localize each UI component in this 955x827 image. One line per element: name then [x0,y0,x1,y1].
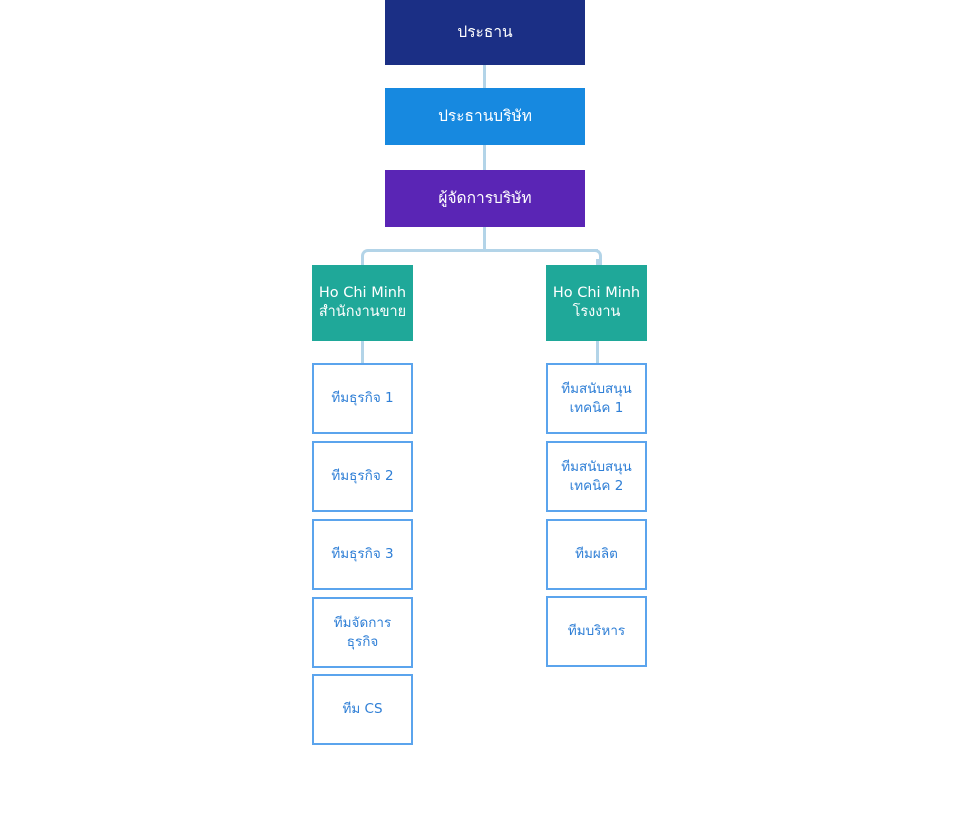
node-business-team-1-label: ทีมธุรกิจ 1 [331,390,394,407]
node-president[interactable]: ประธาน [385,0,585,65]
node-technical-support-team-2-line2: เทคนิค 2 [569,477,624,494]
connector-president-to-company-president [483,65,486,88]
connector-drop-to-hcm-sales-office [361,259,364,266]
connector-company-manager-stem [483,227,486,250]
connector-branch-distribution-bar [368,249,598,252]
node-business-team-2[interactable]: ทีมธุรกิจ 2 [312,441,413,512]
node-business-team-2-label: ทีมธุรกิจ 2 [331,468,394,485]
connector-drop-to-hcm-factory [596,259,599,266]
node-technical-support-team-1-label: ทีมสนับสนุนเทคนิค 1 [555,380,638,416]
connector-corner-left [361,249,378,266]
node-hcm-sales-office[interactable]: Ho Chi Minh สำนักงานขาย [312,265,413,341]
node-administration-team-label: ทีมบริหาร [567,623,626,640]
node-hcm-factory[interactable]: Ho Chi Minh โรงงาน [546,265,647,341]
connector-corner-right [585,249,602,266]
node-technical-support-team-2[interactable]: ทีมสนับสนุนเทคนิค 2 [546,441,647,512]
node-technical-support-team-2-line1: ทีมสนับสนุน [561,459,632,476]
node-hcm-sales-office-line1: Ho Chi Minh [318,285,407,302]
node-business-management-team-line2: ธุรกิจ [346,633,379,650]
node-hcm-sales-office-line2: สำนักงานขาย [318,304,407,320]
node-hcm-factory-line1: Ho Chi Minh [552,285,641,302]
node-cs-team[interactable]: ทีม CS [312,674,413,745]
node-administration-team[interactable]: ทีมบริหาร [546,596,647,667]
node-technical-support-team-1-line1: ทีมสนับสนุน [561,381,632,398]
node-hcm-factory-line2: โรงงาน [572,304,621,320]
node-company-manager[interactable]: ผู้จัดการบริษัท [385,170,585,227]
node-cs-team-label: ทีม CS [342,701,383,718]
connector-company-president-to-company-manager [483,145,486,170]
connector-hcm-sales-office-to-teams [361,341,364,363]
connector-hcm-factory-to-teams [596,341,599,363]
node-production-team-label: ทีมผลิต [575,546,618,563]
node-company-president[interactable]: ประธานบริษัท [385,88,585,145]
node-president-label: ประธาน [457,23,513,42]
node-business-management-team[interactable]: ทีมจัดการธุรกิจ [312,597,413,668]
node-business-team-3-label: ทีมธุรกิจ 3 [331,546,394,563]
node-business-management-team-label: ทีมจัดการธุรกิจ [328,614,397,650]
node-company-manager-label: ผู้จัดการบริษัท [438,189,532,208]
node-technical-support-team-1-line2: เทคนิค 1 [569,399,624,416]
node-company-president-label: ประธานบริษัท [438,107,532,126]
node-business-management-team-line1: ทีมจัดการ [333,615,392,632]
node-hcm-factory-label: Ho Chi Minh โรงงาน [547,284,646,322]
node-business-team-3[interactable]: ทีมธุรกิจ 3 [312,519,413,590]
node-technical-support-team-2-label: ทีมสนับสนุนเทคนิค 2 [555,458,638,494]
node-hcm-sales-office-label: Ho Chi Minh สำนักงานขาย [313,284,412,322]
node-business-team-1[interactable]: ทีมธุรกิจ 1 [312,363,413,434]
node-production-team[interactable]: ทีมผลิต [546,519,647,590]
node-technical-support-team-1[interactable]: ทีมสนับสนุนเทคนิค 1 [546,363,647,434]
